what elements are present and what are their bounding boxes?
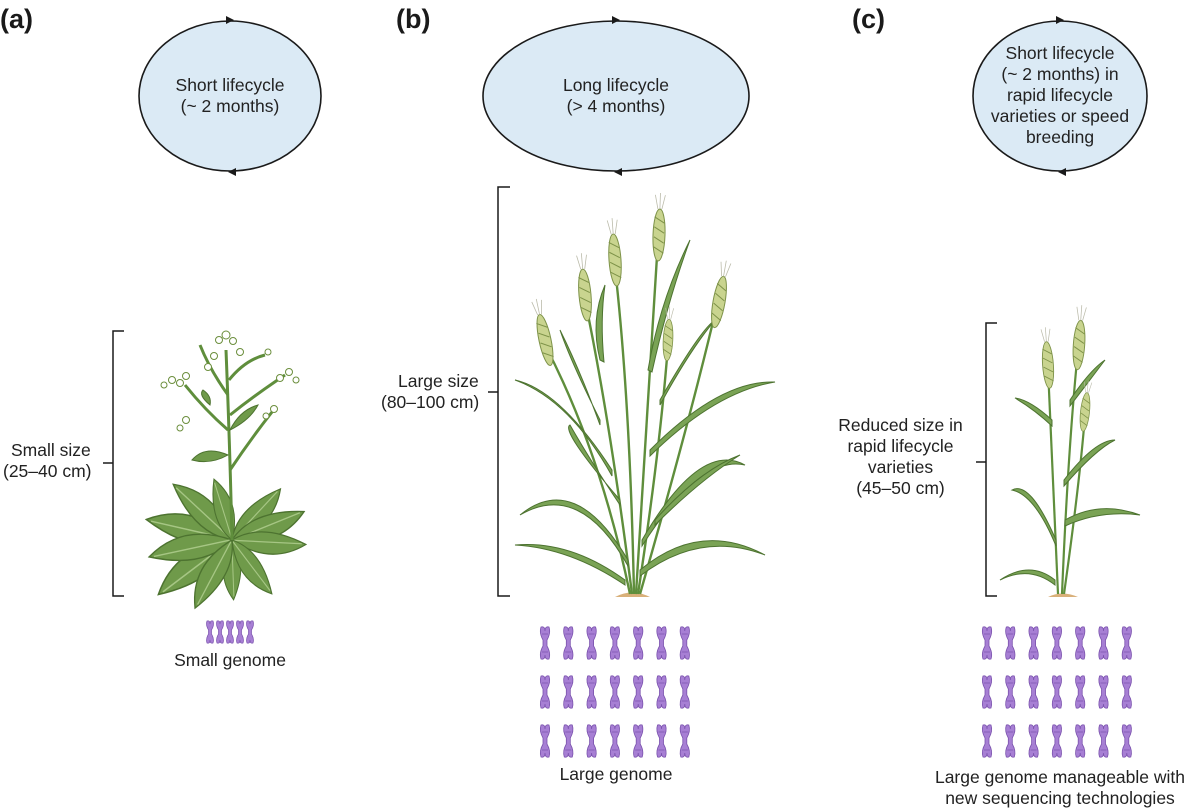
cycle-line: (> 4 months) [566, 96, 666, 116]
panel-label-b: (b) [396, 4, 431, 34]
size-label-c: Reduced size in rapid lifecycle varietie… [828, 415, 973, 499]
panel-label-c: (c) [852, 4, 885, 34]
size-line: Large size [398, 371, 479, 391]
genome-line: new sequencing technologies [945, 788, 1175, 808]
genome-line: Large genome [559, 764, 673, 784]
chromosome-icon [1005, 675, 1016, 709]
chromosome-icon [679, 626, 690, 660]
chromosome-icon [1005, 724, 1016, 758]
chromosome-icon [1051, 724, 1062, 758]
chromosome-icon [981, 724, 993, 758]
lifecycle-cycle-c [972, 16, 1148, 176]
chromosome-icon [1005, 626, 1016, 660]
arabidopsis-icon [143, 330, 310, 613]
chromosome-icon [679, 724, 690, 758]
chromosome-icon [1028, 626, 1039, 660]
lifecycle-cycle-a [138, 16, 322, 176]
chromosome-icon [656, 626, 667, 660]
chromosome-icon [981, 626, 993, 660]
size-bracket-c [976, 322, 997, 597]
chromosome-icon [633, 626, 644, 660]
chromosome-icon [1075, 626, 1086, 660]
genome-line: Large genome manageable with [934, 767, 1186, 787]
wheat-icon-reduced [999, 304, 1141, 597]
chromosome-icon [1098, 724, 1109, 758]
chromosome-icon [633, 724, 644, 758]
size-line: varieties [867, 457, 934, 477]
chromosome-icon [1028, 675, 1039, 709]
chromosome-icon [586, 626, 597, 660]
chromosome-icon [539, 675, 551, 709]
size-line: (25–40 cm) [3, 461, 92, 481]
chromosome-icon [1051, 626, 1062, 660]
chromosome-icon [1051, 675, 1062, 709]
chromosome-icon [1121, 626, 1132, 660]
cycle-line: Long lifecycle [562, 75, 670, 95]
chromosome-icon [1098, 626, 1109, 660]
chromosome-icon [586, 675, 597, 709]
genome-line: Small genome [174, 650, 286, 670]
chromosome-icon [656, 675, 667, 709]
chromosome-icon [1121, 724, 1132, 758]
size-bracket-a [103, 330, 124, 597]
cycle-text-c: Short lifecycle (~ 2 months) in rapid li… [980, 43, 1140, 148]
cycle-line: rapid lifecycle [1006, 85, 1114, 105]
cycle-line: Short lifecycle [1005, 43, 1115, 63]
chromosome-icon [609, 626, 620, 660]
cycle-line: (~ 2 months) [180, 96, 280, 116]
size-line: Small size [11, 440, 91, 460]
chromosome-icon [539, 724, 551, 758]
cycle-text-a: Short lifecycle (~ 2 months) [150, 75, 310, 117]
chromosome-icon [1075, 675, 1086, 709]
size-label-a: Small size (25–40 cm) [3, 440, 103, 482]
size-line: Reduced size in [838, 415, 963, 435]
chromosome-icon [1121, 675, 1132, 709]
size-line: (80–100 cm) [381, 392, 480, 412]
chromosome-icon [539, 626, 551, 660]
size-bracket-b [488, 186, 510, 597]
cycle-line: varieties or speed [990, 106, 1130, 126]
genome-label-b: Large genome [536, 764, 696, 785]
size-line: (45–50 cm) [856, 478, 945, 498]
genome-label-a: Small genome [150, 650, 310, 671]
chromosome-set-large-b [539, 626, 690, 758]
chromosome-set-large-c [981, 626, 1132, 758]
chromosome-set-small [206, 620, 254, 644]
chromosome-icon [633, 675, 644, 709]
chromosome-icon [609, 724, 620, 758]
chromosome-icon [1098, 675, 1109, 709]
chromosome-icon [563, 724, 574, 758]
genome-label-c: Large genome manageable with new sequenc… [915, 767, 1200, 809]
cycle-line: (~ 2 months) in [1001, 64, 1119, 84]
panel-label-a: (a) [0, 4, 33, 34]
size-label-b: Large size (80–100 cm) [381, 371, 491, 413]
chromosome-icon [679, 675, 690, 709]
chromosome-icon [563, 626, 574, 660]
chromosome-icon [563, 675, 574, 709]
chromosome-icon [609, 675, 620, 709]
cycle-text-b: Long lifecycle (> 4 months) [536, 75, 696, 117]
chromosome-icon [656, 724, 667, 758]
wheat-icon [514, 192, 776, 597]
chromosome-icon [981, 675, 993, 709]
chromosome-icon [586, 724, 597, 758]
size-line: rapid lifecycle [847, 436, 954, 456]
chromosome-icon [1028, 724, 1039, 758]
cycle-line: breeding [1025, 127, 1095, 147]
cycle-line: Short lifecycle [175, 75, 285, 95]
chromosome-icon [1075, 724, 1086, 758]
lifecycle-cycle-b [482, 16, 750, 176]
